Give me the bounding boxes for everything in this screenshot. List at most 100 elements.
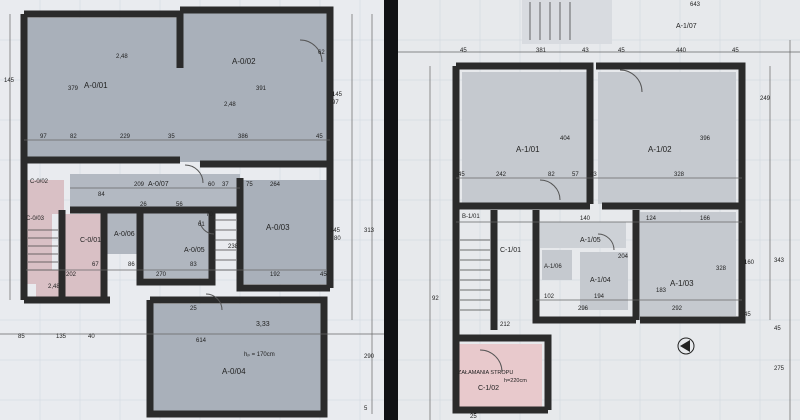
dim-left: 379 <box>68 86 79 92</box>
room-label-c-1-01: C-1/01 <box>500 247 521 254</box>
dim-right: 45 <box>618 48 625 54</box>
dim-right: 396 <box>700 136 711 142</box>
room-label-a-1-06: A-1/06 <box>544 264 562 270</box>
room-area-a-0-02: 2,48 <box>224 102 236 108</box>
dim-right: 45 <box>744 312 751 318</box>
room-label-c-0-01: C-0/01 <box>80 237 101 244</box>
dim-right: 249 <box>760 96 771 102</box>
room-label-a-0-01: A-0/01 <box>84 81 108 90</box>
dim-left: 37 <box>222 182 229 188</box>
dim-left: 614 <box>196 338 207 344</box>
dim-right: 140 <box>580 216 591 222</box>
dim-right: 292 <box>672 306 683 312</box>
dim-right: 194 <box>594 294 605 300</box>
dim-left: 67 <box>92 262 99 268</box>
dim-right: 242 <box>496 172 507 178</box>
room-label-c-1-02: C-1/02 <box>478 385 499 392</box>
dim-left: 238 <box>228 244 239 250</box>
dim-left: 84 <box>98 192 105 198</box>
dim-left: 290 <box>364 354 375 360</box>
room-label-a-0-06: A-0/06 <box>114 231 135 238</box>
dim-right: 404 <box>560 136 571 142</box>
dim-left: 83 <box>190 262 197 268</box>
dim-left: 45 <box>316 134 323 140</box>
dim-left: 5 <box>364 406 368 412</box>
dim-left: 56 <box>176 202 183 208</box>
right-walls <box>452 62 746 414</box>
dim-right: 45 <box>458 172 465 178</box>
room-label-a-0-05: A-0/05 <box>184 247 205 254</box>
dim-right: 57 <box>572 172 579 178</box>
dim-left: 97 <box>332 100 339 106</box>
room-label-a-1-05: A-1/05 <box>580 237 601 244</box>
dim-left: 313 <box>364 228 375 234</box>
photo-divider <box>384 0 398 420</box>
room-label-a-1-04: A-1/04 <box>590 277 611 284</box>
room-area-a-0-01: 2,48 <box>116 54 128 60</box>
room-label-b-1-01: B-1/01 <box>462 214 480 220</box>
room-label-c-0-02: C-0/02 <box>30 179 49 185</box>
dim-left: 192 <box>270 272 281 278</box>
left-walls <box>20 6 334 418</box>
left-room-fills <box>24 12 328 414</box>
room-label-a-1-02: A-1/02 <box>648 145 672 154</box>
dim-left: 135 <box>56 334 67 340</box>
dim-right: 45 <box>460 48 467 54</box>
dim-left: 391 <box>256 86 267 92</box>
dim-left: 25 <box>190 306 197 312</box>
dim-left: 97 <box>40 134 47 140</box>
dim-left: 75 <box>246 182 253 188</box>
dim-left: 86 <box>128 262 135 268</box>
dim-left: 85 <box>18 334 25 340</box>
left-doors <box>184 39 323 311</box>
dim-right: 160 <box>744 260 755 266</box>
dim-left: 145 <box>332 92 343 98</box>
dim-right: 45 <box>774 326 781 332</box>
dim-right: 102 <box>544 294 555 300</box>
dim-left: 26 <box>140 202 147 208</box>
room-area-a-0-04: 3,33 <box>256 321 270 328</box>
dim-right: 440 <box>676 48 687 54</box>
room-label-a-0-03: A-0/03 <box>266 223 290 232</box>
room-label-a-0-07: A-0/07 <box>148 181 169 188</box>
roof-note: ZAŁAMANIA STROPU <box>458 370 513 376</box>
dim-left: 145 <box>330 228 341 234</box>
dim-right: 381 <box>536 48 547 54</box>
north-arrow-icon <box>677 337 695 355</box>
dim-left: 61 <box>198 222 205 228</box>
dim-left: 60 <box>208 182 215 188</box>
dim-left: 70 <box>206 212 213 218</box>
right-doors <box>479 69 643 373</box>
dim-right: 166 <box>700 216 711 222</box>
dim-left: 80 <box>334 236 341 242</box>
left-sheet: A-0/01 2,48 A-0/02 2,48 A-0/03 3,33 A-0/… <box>0 0 384 420</box>
dim-right: 25 <box>470 414 477 420</box>
room-label-a-0-04: A-0/04 <box>222 367 246 376</box>
dim-left: 62 <box>318 50 325 56</box>
dim-left: 145 <box>4 78 15 84</box>
dim-right: 328 <box>716 266 727 272</box>
dim-right: 212 <box>500 322 511 328</box>
dim-left: 35 <box>168 134 175 140</box>
dim-right: 92 <box>432 296 439 302</box>
dim-left: 386 <box>238 134 249 140</box>
dim-left: 45 <box>320 272 327 278</box>
dim-right: 183 <box>656 288 667 294</box>
dim-right: 343 <box>774 258 785 264</box>
dim-right: 275 <box>774 366 785 372</box>
dim-left: 2,48 <box>48 284 60 290</box>
dim-right: 124 <box>646 216 657 222</box>
room-label-a-0-02: A-0/02 <box>232 57 256 66</box>
height-note-right: h=220cm <box>504 378 527 384</box>
left-dimension-lines <box>0 14 384 414</box>
dim-left: 202 <box>66 272 77 278</box>
right-dimension-lines <box>398 40 800 420</box>
dim-right: 204 <box>618 254 629 260</box>
dim-left: 264 <box>270 182 281 188</box>
dim-left: 209 <box>134 182 145 188</box>
dim-left: 229 <box>120 134 131 140</box>
height-note-left: hₚ = 170cm <box>244 352 275 358</box>
dim-right: 296 <box>578 306 589 312</box>
room-label-a-1-03: A-1/03 <box>670 279 694 288</box>
